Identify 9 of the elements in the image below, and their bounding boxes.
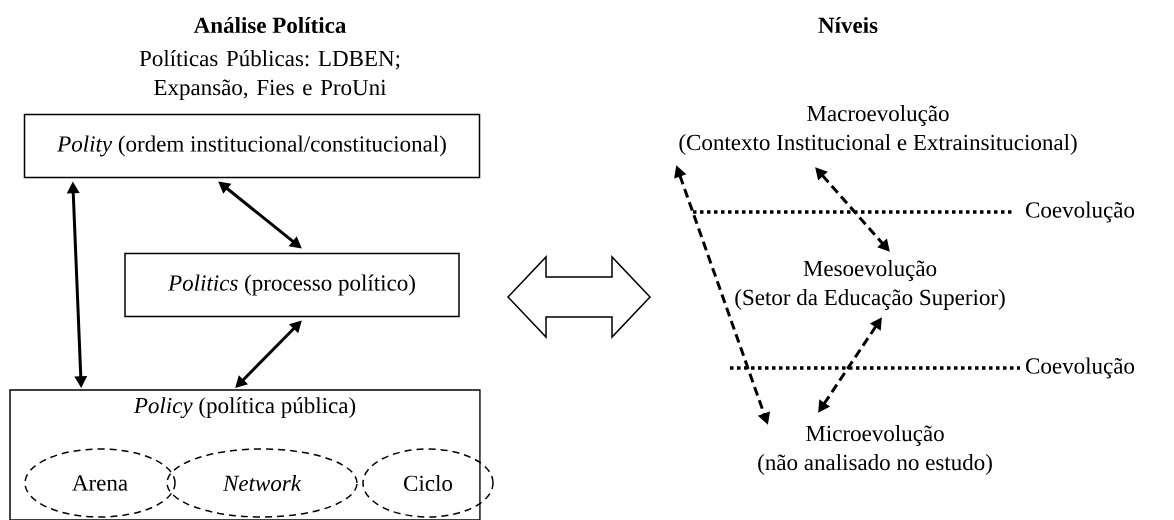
- level-text: Microevolução (não analisado no estudo): [758, 425, 992, 475]
- heading: Níveis: [818, 16, 878, 34]
- heading: Análise Política: [193, 16, 346, 34]
- side-label: Coevolução: [1026, 357, 1135, 379]
- level-text: Macroevolução (Contexto Institucional e Extrainsitucional): [679, 105, 1077, 155]
- level-text: Mesoevolução (Setor da Educação Superior): [735, 260, 1005, 310]
- side-label: Coevolução: [1026, 201, 1135, 223]
- process-box: Polity (ordem institucional/constitucional): [23, 113, 481, 179]
- process-box: Politics (processo político): [124, 252, 460, 318]
